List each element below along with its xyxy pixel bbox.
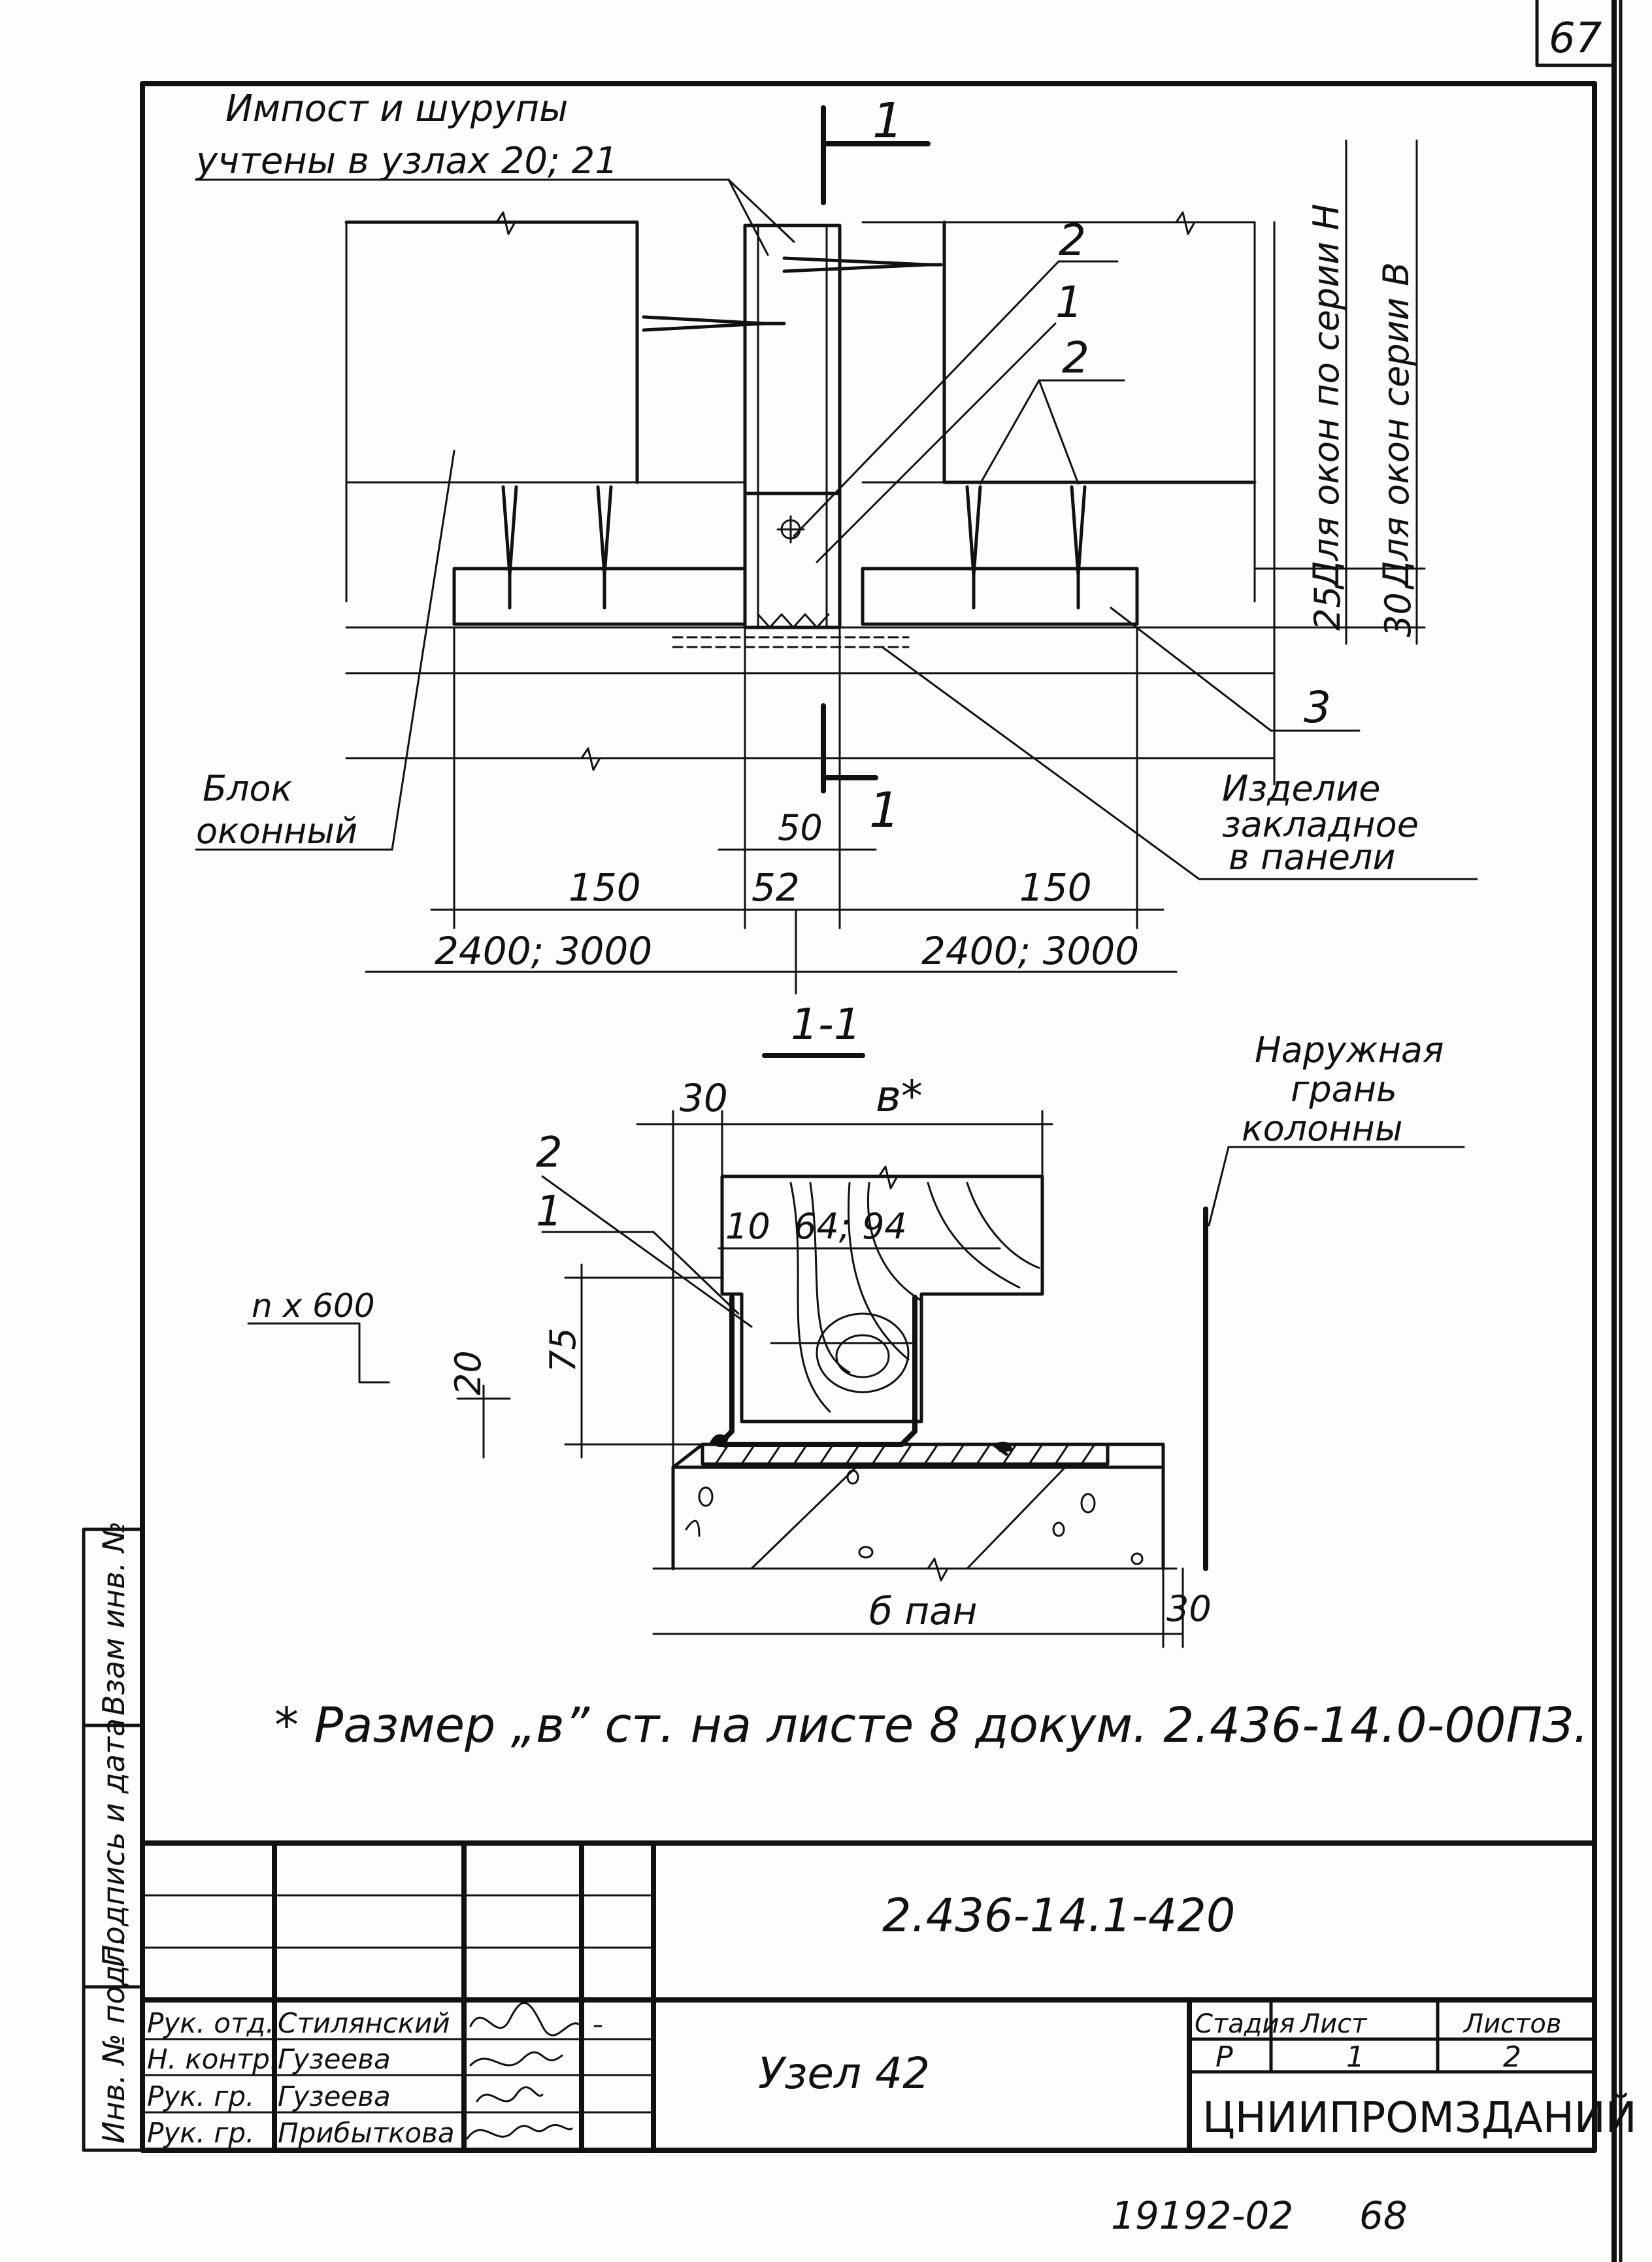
label-embed-1: Изделие — [1222, 768, 1381, 809]
organization-name: ЦНИИПРОМЗДАНИЙ — [1202, 2093, 1637, 2142]
staff-role: Рук. отд. — [147, 2007, 274, 2039]
embed-plate-hatch — [714, 1443, 1096, 1465]
archive-page: 68 — [1359, 2193, 1408, 2238]
plan-note-line2: учтены в узлах 20; 21 — [195, 140, 618, 182]
document-code: 2.436-14.1-420 — [882, 1889, 1235, 1942]
label-outer-face-3: колонны — [1242, 1108, 1402, 1149]
sheet-value: 1 — [1346, 2040, 1364, 2074]
drawing-title: Узел 42 — [758, 2048, 930, 2099]
sheet-frame — [140, 0, 1623, 2262]
section-mark-top: 1 — [872, 93, 903, 149]
dim-25: 25 — [1307, 586, 1348, 631]
dim-64-94: 64; 94 — [794, 1206, 907, 1247]
side-stamp-signature-date: Подпись и дата — [96, 1718, 131, 1967]
label-window-block-1: Блок — [203, 768, 293, 809]
side-stamp-inventory: Инв. № подл. — [96, 1937, 131, 2144]
archive-number: 19192-02 — [1111, 2193, 1293, 2238]
plan-view: 1 1 Импост и шурупы учтены в узлах 20; 2… — [195, 88, 1478, 995]
page-number: 67 — [1549, 14, 1602, 63]
plan-note-line1: Импост и шурупы — [225, 88, 568, 130]
handwritten-signatures — [466, 2002, 603, 2140]
stage-header: Стадия — [1195, 2009, 1295, 2039]
section-callout-1: 1 — [536, 1188, 563, 1236]
plan-callout-1: 1 — [1055, 277, 1083, 327]
title-block — [140, 1840, 1597, 2153]
staff-role: Рук. гр. — [147, 2080, 254, 2112]
label-outer-face-1: Наружная — [1255, 1029, 1444, 1071]
label-series-h: Для окон по серии Н — [1306, 204, 1347, 590]
dim-52: 52 — [752, 865, 800, 910]
plan-callout-2b: 2 — [1062, 333, 1089, 383]
stage-value: Р — [1215, 2040, 1233, 2074]
label-embed-2: закладное — [1222, 804, 1419, 845]
label-embed-3: в панели — [1229, 837, 1396, 878]
plan-callout-3: 3 — [1304, 682, 1331, 733]
dim-75: 75 — [542, 1327, 584, 1372]
label-window-block-2: оконный — [196, 810, 357, 852]
dim-30-bottom: 30 — [1166, 1588, 1212, 1629]
footnote: * Размер „в” ст. на листе 8 докум. 2.436… — [274, 1697, 1589, 1754]
side-stamp: Взам инв. № Подпись и дата Инв. № подл. — [82, 1521, 144, 2152]
section-1-1: 1-1 — [247, 999, 1465, 1648]
dim-b: в* — [876, 1071, 923, 1122]
dim-b-pan: б пан — [869, 1589, 978, 1633]
section-mark-bottom: 1 — [869, 782, 900, 839]
dim-span-left: 2400; 3000 — [435, 929, 652, 973]
staff-table: Рук. отд. Стилянский Н. контр. Гузеева Р… — [147, 2007, 455, 2149]
dim-150-right: 150 — [1019, 865, 1092, 910]
screw-icon — [501, 256, 1087, 610]
staff-role: Рук. гр. — [147, 2117, 254, 2149]
concrete-aggregate — [685, 1469, 1144, 1565]
dim-span-right: 2400; 3000 — [921, 929, 1139, 973]
side-stamp-replacement: Взам инв. № — [96, 1521, 131, 1716]
sheets-header: Листов — [1462, 2009, 1561, 2039]
staff-name: Прибыткова — [278, 2117, 455, 2149]
dim-nx600: n x 600 — [252, 1287, 375, 1325]
label-series-b: Для окон серии В — [1376, 262, 1417, 590]
dim-50: 50 — [778, 807, 823, 848]
wood-grain — [789, 1182, 1040, 1413]
plan-callout-2a: 2 — [1059, 215, 1086, 265]
dim-10: 10 — [725, 1206, 770, 1247]
label-outer-face-2: грань — [1291, 1069, 1397, 1110]
sheet-header: Лист — [1299, 2009, 1368, 2039]
sheets-value: 2 — [1503, 2040, 1521, 2074]
section-title: 1-1 — [791, 999, 861, 1050]
staff-name: Стилянский — [278, 2007, 450, 2039]
dim-20: 20 — [448, 1350, 489, 1395]
dim-150-left: 150 — [569, 865, 641, 910]
dim-30-top: 30 — [680, 1076, 728, 1120]
staff-role: Н. контр. — [147, 2043, 278, 2075]
staff-name: Гузеева — [278, 2080, 391, 2112]
dim-30-plan: 30 — [1378, 592, 1419, 637]
section-callout-2: 2 — [536, 1129, 563, 1177]
staff-name: Гузеева — [278, 2043, 391, 2075]
